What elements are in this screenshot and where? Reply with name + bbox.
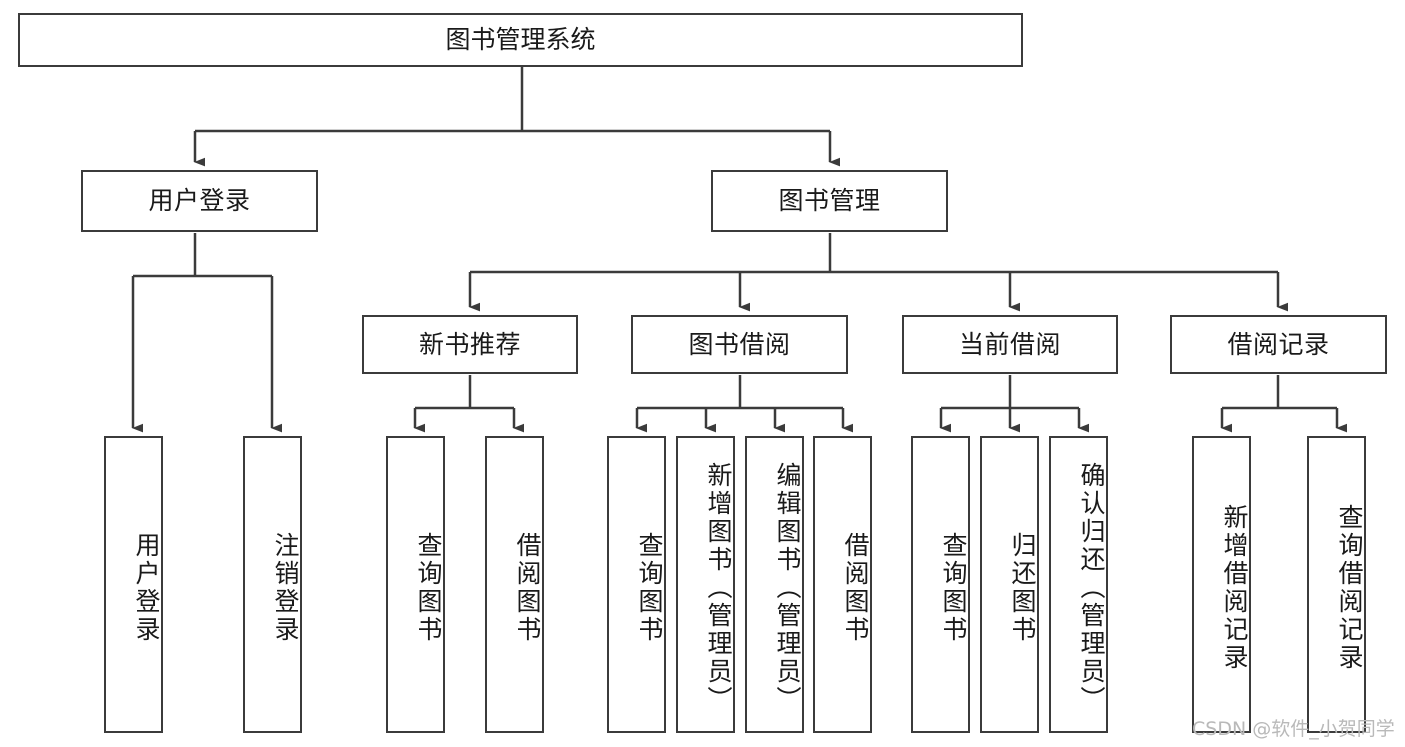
node-borrow-record[interactable]: 借阅记录 (1170, 315, 1387, 374)
node-root-system[interactable]: 图书管理系统 (18, 13, 1023, 67)
leaf-add-borrow-record[interactable]: 新增借阅记录 (1192, 436, 1251, 733)
leaf-user-login[interactable]: 用户登录 (104, 436, 163, 733)
leaf-query-book-current[interactable]: 查询图书 (911, 436, 970, 733)
leaf-query-borrow-record[interactable]: 查询借阅记录 (1307, 436, 1366, 733)
leaf-logout[interactable]: 注销登录 (243, 436, 302, 733)
leaf-return-book[interactable]: 归还图书 (980, 436, 1039, 733)
node-current-borrow[interactable]: 当前借阅 (902, 315, 1118, 374)
leaf-query-book-recommend[interactable]: 查询图书 (386, 436, 445, 733)
node-book-management[interactable]: 图书管理 (711, 170, 948, 232)
watermark: CSDN @软件_小贺同学 (1192, 718, 1395, 740)
leaf-borrow-book[interactable]: 借阅图书 (813, 436, 872, 733)
leaf-edit-book-admin[interactable]: 编辑图书（管理员） (745, 436, 804, 733)
leaf-query-book-borrow[interactable]: 查询图书 (607, 436, 666, 733)
node-user-login[interactable]: 用户登录 (81, 170, 318, 232)
node-book-borrow[interactable]: 图书借阅 (631, 315, 848, 374)
leaf-borrow-book-recommend[interactable]: 借阅图书 (485, 436, 544, 733)
leaf-add-book-admin[interactable]: 新增图书（管理员） (676, 436, 735, 733)
leaf-confirm-return-admin[interactable]: 确认归还（管理员） (1049, 436, 1108, 733)
node-new-book-recommend[interactable]: 新书推荐 (362, 315, 578, 374)
